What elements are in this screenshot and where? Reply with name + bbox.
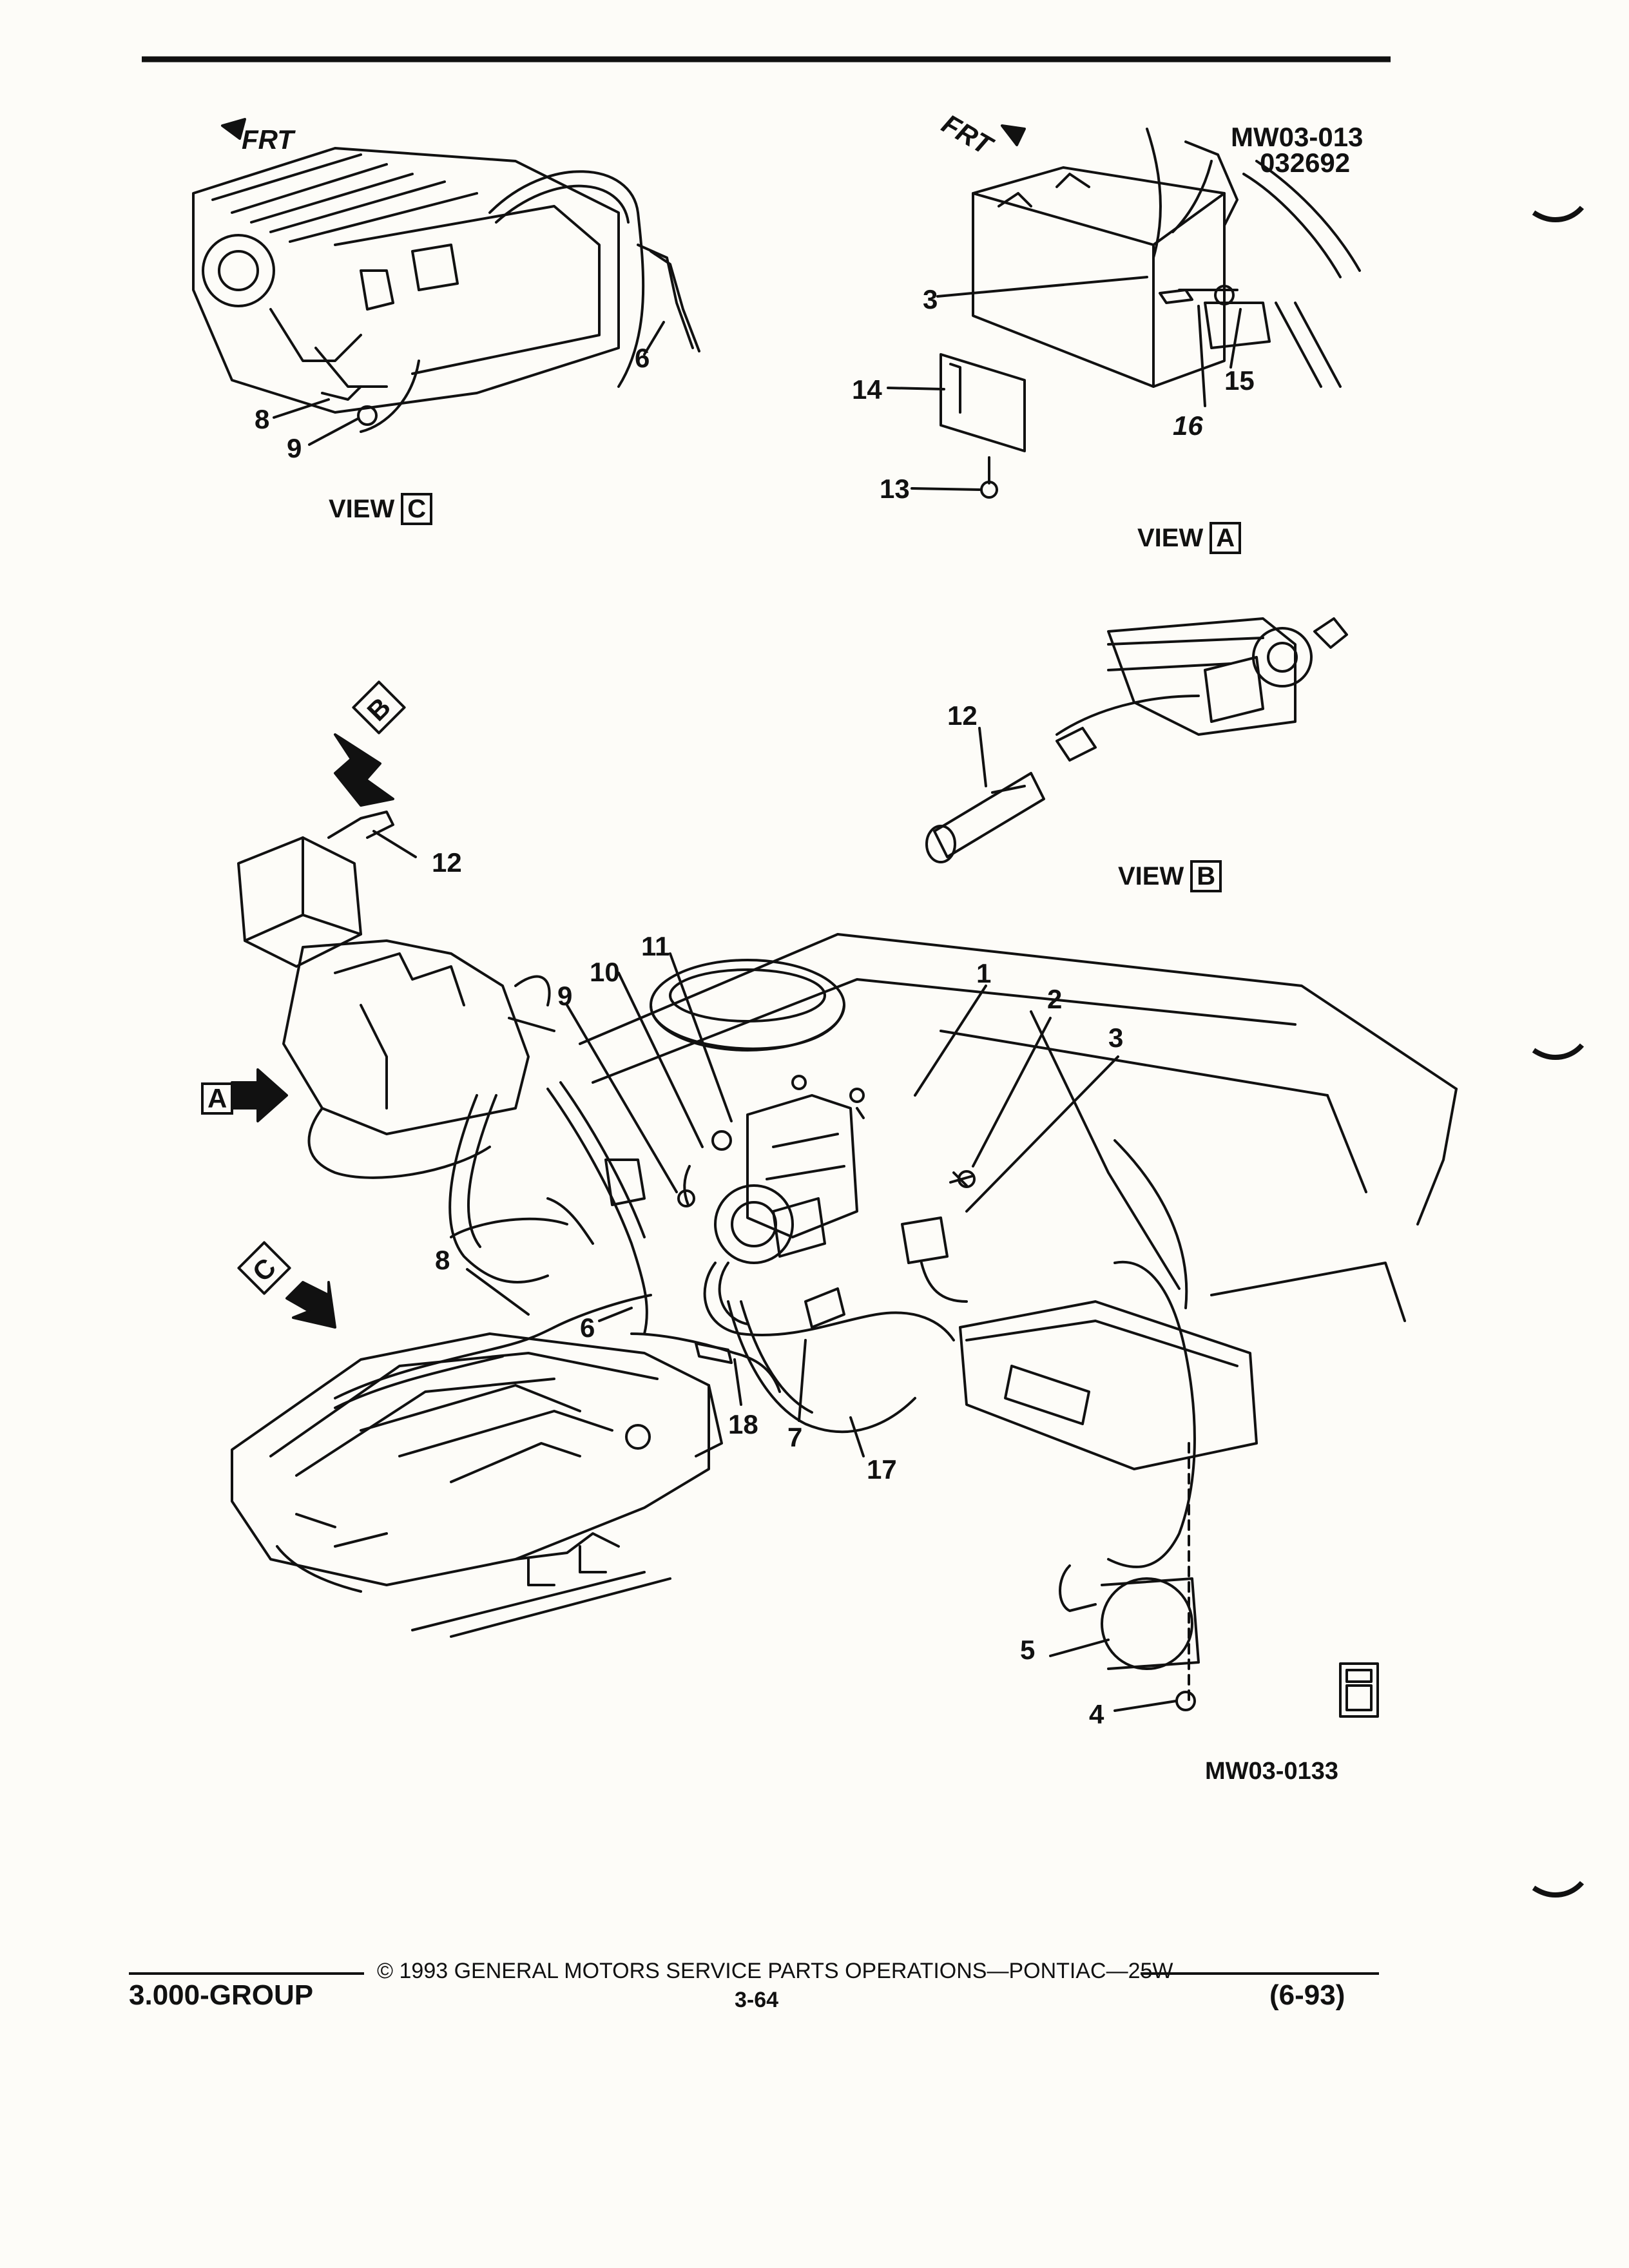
main-callout-9: 9 — [557, 981, 573, 1011]
view-c-callout-6: 6 — [635, 343, 650, 373]
main-callout-6: 6 — [580, 1312, 595, 1343]
arrow-a-letter: A — [201, 1082, 234, 1115]
view-c-callout-8: 8 — [255, 404, 270, 434]
view-a-ref-2: 032692 — [1260, 148, 1351, 178]
gm-spo-icon — [1339, 1662, 1379, 1718]
view-c-callout-9: 9 — [287, 433, 302, 463]
view-c-prefix: VIEW — [329, 495, 395, 523]
main-assembly-drawing — [231, 680, 1458, 1712]
view-b-prefix: VIEW — [1118, 862, 1184, 890]
main-callout-1: 1 — [976, 958, 992, 988]
main-callout-8: 8 — [435, 1245, 450, 1275]
main-callout-5: 5 — [1020, 1635, 1036, 1665]
binding-mark-1 — [1532, 206, 1585, 223]
arrow-a-shape — [231, 1068, 288, 1122]
footer-page-number: 3-64 — [735, 1988, 779, 2012]
footer-copyright: © 1993 GENERAL MOTORS SERVICE PARTS OPER… — [377, 1959, 1173, 1983]
view-a-letter-box: A — [1210, 522, 1242, 554]
view-c-engine-drawing — [192, 118, 700, 446]
arrow-b-shape — [334, 733, 394, 807]
main-callout-3: 3 — [1108, 1023, 1124, 1053]
main-callout-11: 11 — [641, 931, 670, 961]
view-a-callout-14: 14 — [852, 374, 882, 405]
view-a-callout-3: 3 — [923, 284, 938, 314]
view-c-letter-box: C — [401, 493, 433, 525]
view-a-prefix: VIEW — [1137, 524, 1204, 552]
main-callout-17: 17 — [867, 1454, 897, 1485]
footer-group: 3.000-GROUP — [129, 1979, 314, 2011]
view-b-drawing — [925, 617, 1348, 863]
main-callout-10: 10 — [590, 957, 620, 987]
main-callout-7: 7 — [787, 1422, 803, 1452]
view-a-callout-13: 13 — [880, 474, 910, 504]
main-callout-18: 18 — [728, 1409, 758, 1439]
arrow-c-shape — [285, 1281, 336, 1329]
view-a-drawing — [887, 124, 1361, 499]
main-figure-ref: MW03-0133 — [1205, 1758, 1338, 1785]
main-callout-4: 4 — [1089, 1699, 1104, 1729]
view-a-callout-15: 15 — [1224, 365, 1255, 396]
view-c-front-label: FRT — [242, 124, 294, 155]
binding-mark-3 — [1532, 1881, 1585, 1898]
view-a-ref-1: MW03-013 — [1231, 122, 1364, 152]
view-a-callout-16: 16 — [1173, 410, 1203, 441]
binding-mark-2 — [1532, 1043, 1585, 1061]
main-callout-2: 2 — [1047, 984, 1063, 1014]
view-b-callout-12: 12 — [947, 700, 978, 731]
main-callout-12: 12 — [432, 847, 462, 878]
view-b-letter-box: B — [1190, 860, 1222, 892]
footer-date: (6-93) — [1269, 1979, 1345, 2011]
